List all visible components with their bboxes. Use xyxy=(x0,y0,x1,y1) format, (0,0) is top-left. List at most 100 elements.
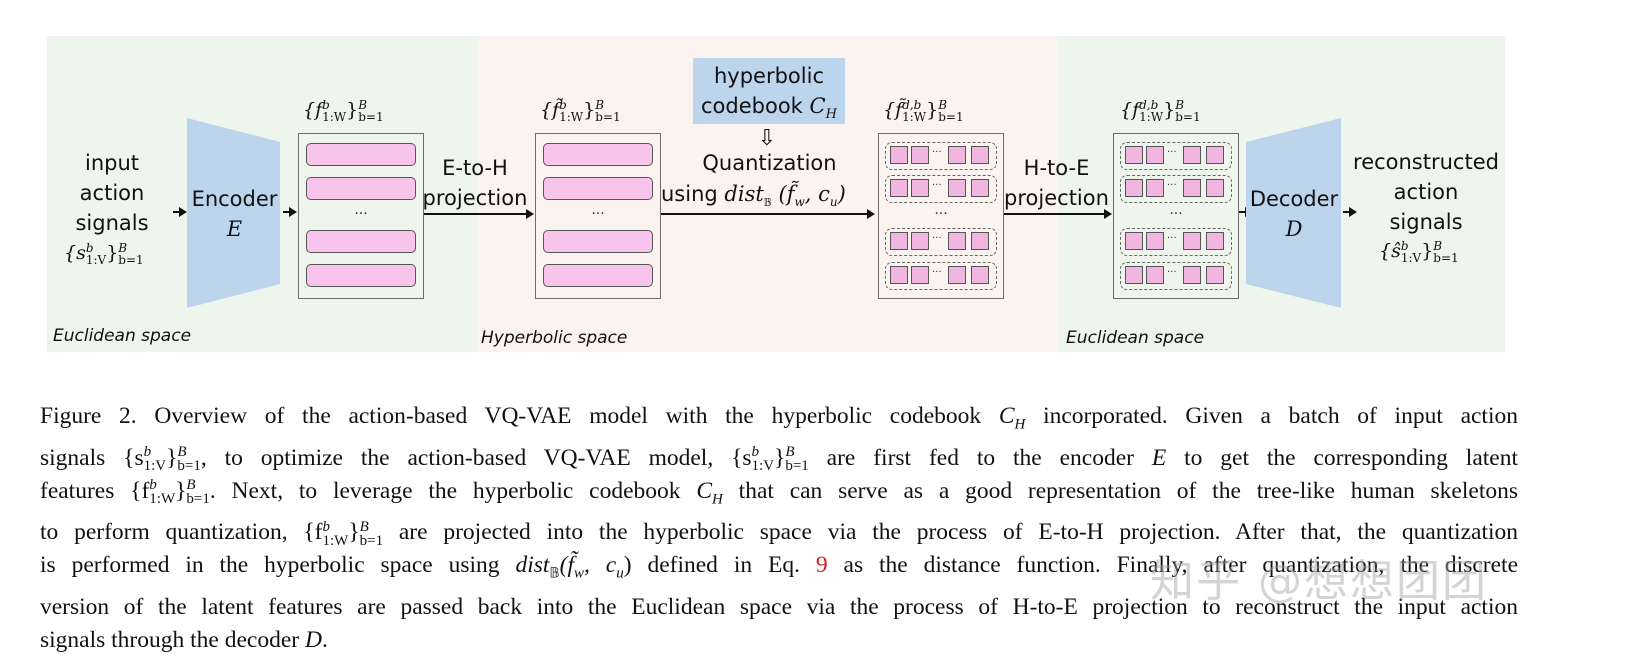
codeword-group: ... xyxy=(1120,175,1232,203)
equation-reference-link[interactable]: 9 xyxy=(815,552,828,579)
codeword-cell xyxy=(971,232,989,250)
dist-arg: , c xyxy=(804,182,830,206)
codeword-cell xyxy=(890,146,908,164)
arrow-icon xyxy=(1004,209,1112,219)
caption-text: to perform quantization, {f xyxy=(40,519,323,546)
math-sub: 1:W xyxy=(559,110,584,124)
codeword-cell xyxy=(1206,232,1224,250)
caption-text: that can serve as a good representation … xyxy=(722,477,1518,504)
math-sub: b=1 xyxy=(359,532,384,549)
latent-features-box: ... xyxy=(298,133,424,299)
feature-bar xyxy=(543,264,653,287)
text-line: reconstructed xyxy=(1353,150,1499,174)
codebook-symbol-sub: H xyxy=(825,107,837,123)
codeword-cell xyxy=(1125,146,1143,164)
codeword-cell xyxy=(971,179,989,197)
math-sub: 1:V xyxy=(751,458,775,475)
math-sub: b=1 xyxy=(938,110,964,124)
feature-bar xyxy=(543,143,653,166)
math-sub: 1:W xyxy=(322,110,347,124)
codeword-cell xyxy=(1146,179,1164,197)
math-sub: b=1 xyxy=(118,253,144,267)
codebook-symbol: C xyxy=(809,94,826,118)
feature-bar xyxy=(306,230,416,253)
dist-paren: ) xyxy=(837,182,846,206)
dist-arg-sub: w xyxy=(794,195,805,210)
decoder-label: Decoder D xyxy=(1246,184,1342,244)
input-signals-label: input action signals xyxy=(47,148,177,238)
arrow-icon xyxy=(283,207,297,217)
caption-text: is performed in the hyperbolic space usi… xyxy=(40,552,516,579)
text-line: action xyxy=(79,181,145,205)
math-sub: b=1 xyxy=(1433,251,1459,265)
caption-text: . xyxy=(321,627,328,654)
dist-function: dist xyxy=(724,182,764,206)
codeword-cell xyxy=(911,179,929,197)
codebook-word: codebook xyxy=(701,94,803,118)
math-sub: b=1 xyxy=(186,491,210,508)
math-sup: b xyxy=(751,444,760,461)
caption-text: Figure 2. Overview of the action-based V… xyxy=(40,403,999,429)
quantization-formula: using dist𝔹 (f̃w, cu) xyxy=(661,179,881,218)
arrow-icon xyxy=(661,209,875,219)
math-sub: 1:V xyxy=(1400,251,1422,265)
math-sup: b xyxy=(559,98,567,112)
math-sup: b xyxy=(85,241,94,255)
ellipsis: ... xyxy=(932,144,942,155)
caption-text: are projected into the hyperbolic space … xyxy=(383,519,1519,546)
text-line: signals xyxy=(75,211,149,235)
math-sub: b=1 xyxy=(177,458,201,475)
text-line: input xyxy=(84,151,140,175)
text-line: hyperbolic xyxy=(713,64,824,88)
caption-math: dist xyxy=(515,552,550,579)
math-sup: B xyxy=(186,477,196,494)
math-sup: d,b xyxy=(1139,98,1159,112)
math-sup: b xyxy=(322,518,331,535)
math-sup: B xyxy=(785,444,795,461)
using-word: using xyxy=(661,182,718,206)
caption-text: ) xyxy=(623,552,632,579)
caption-math-sub: 𝔹 xyxy=(549,567,560,583)
arrow-icon xyxy=(424,209,534,219)
text-line: E-to-H xyxy=(442,156,508,180)
feature-bar xyxy=(306,143,416,166)
codeword-cell xyxy=(911,232,929,250)
codeword-group: ... xyxy=(885,228,997,256)
codeword-cell xyxy=(948,179,966,197)
decoder-name: Decoder xyxy=(1249,187,1339,211)
math-sub: b=1 xyxy=(1175,110,1201,124)
math-sub: 1:W xyxy=(902,110,927,124)
hyperbolic-codebook-box xyxy=(693,58,845,124)
caption-line: Figure 2. Overview of the action-based V… xyxy=(40,400,1518,442)
caption-text: are first fed to the encoder xyxy=(808,444,1152,471)
ellipsis: ... xyxy=(932,177,942,188)
math-sup: B xyxy=(118,241,128,255)
encoder-trapezoid-icon xyxy=(187,118,280,308)
codeword-cell xyxy=(1183,179,1201,197)
math-sub: 1:W xyxy=(149,491,176,508)
text-line: H-to-E xyxy=(1023,156,1090,180)
encoder-symbol: E xyxy=(226,217,243,241)
caption-math-sub: w xyxy=(574,566,585,583)
codeword-group: ... xyxy=(1120,228,1232,256)
encoder-name: Encoder xyxy=(191,187,278,211)
math-sup: B xyxy=(938,98,948,112)
math-sup: B xyxy=(359,518,369,535)
ellipsis: ... xyxy=(1167,230,1177,241)
dist-arg: (f̃ xyxy=(778,182,795,206)
codeword-cell xyxy=(948,232,966,250)
caption-text: to get the corresponding latent xyxy=(1166,444,1518,471)
